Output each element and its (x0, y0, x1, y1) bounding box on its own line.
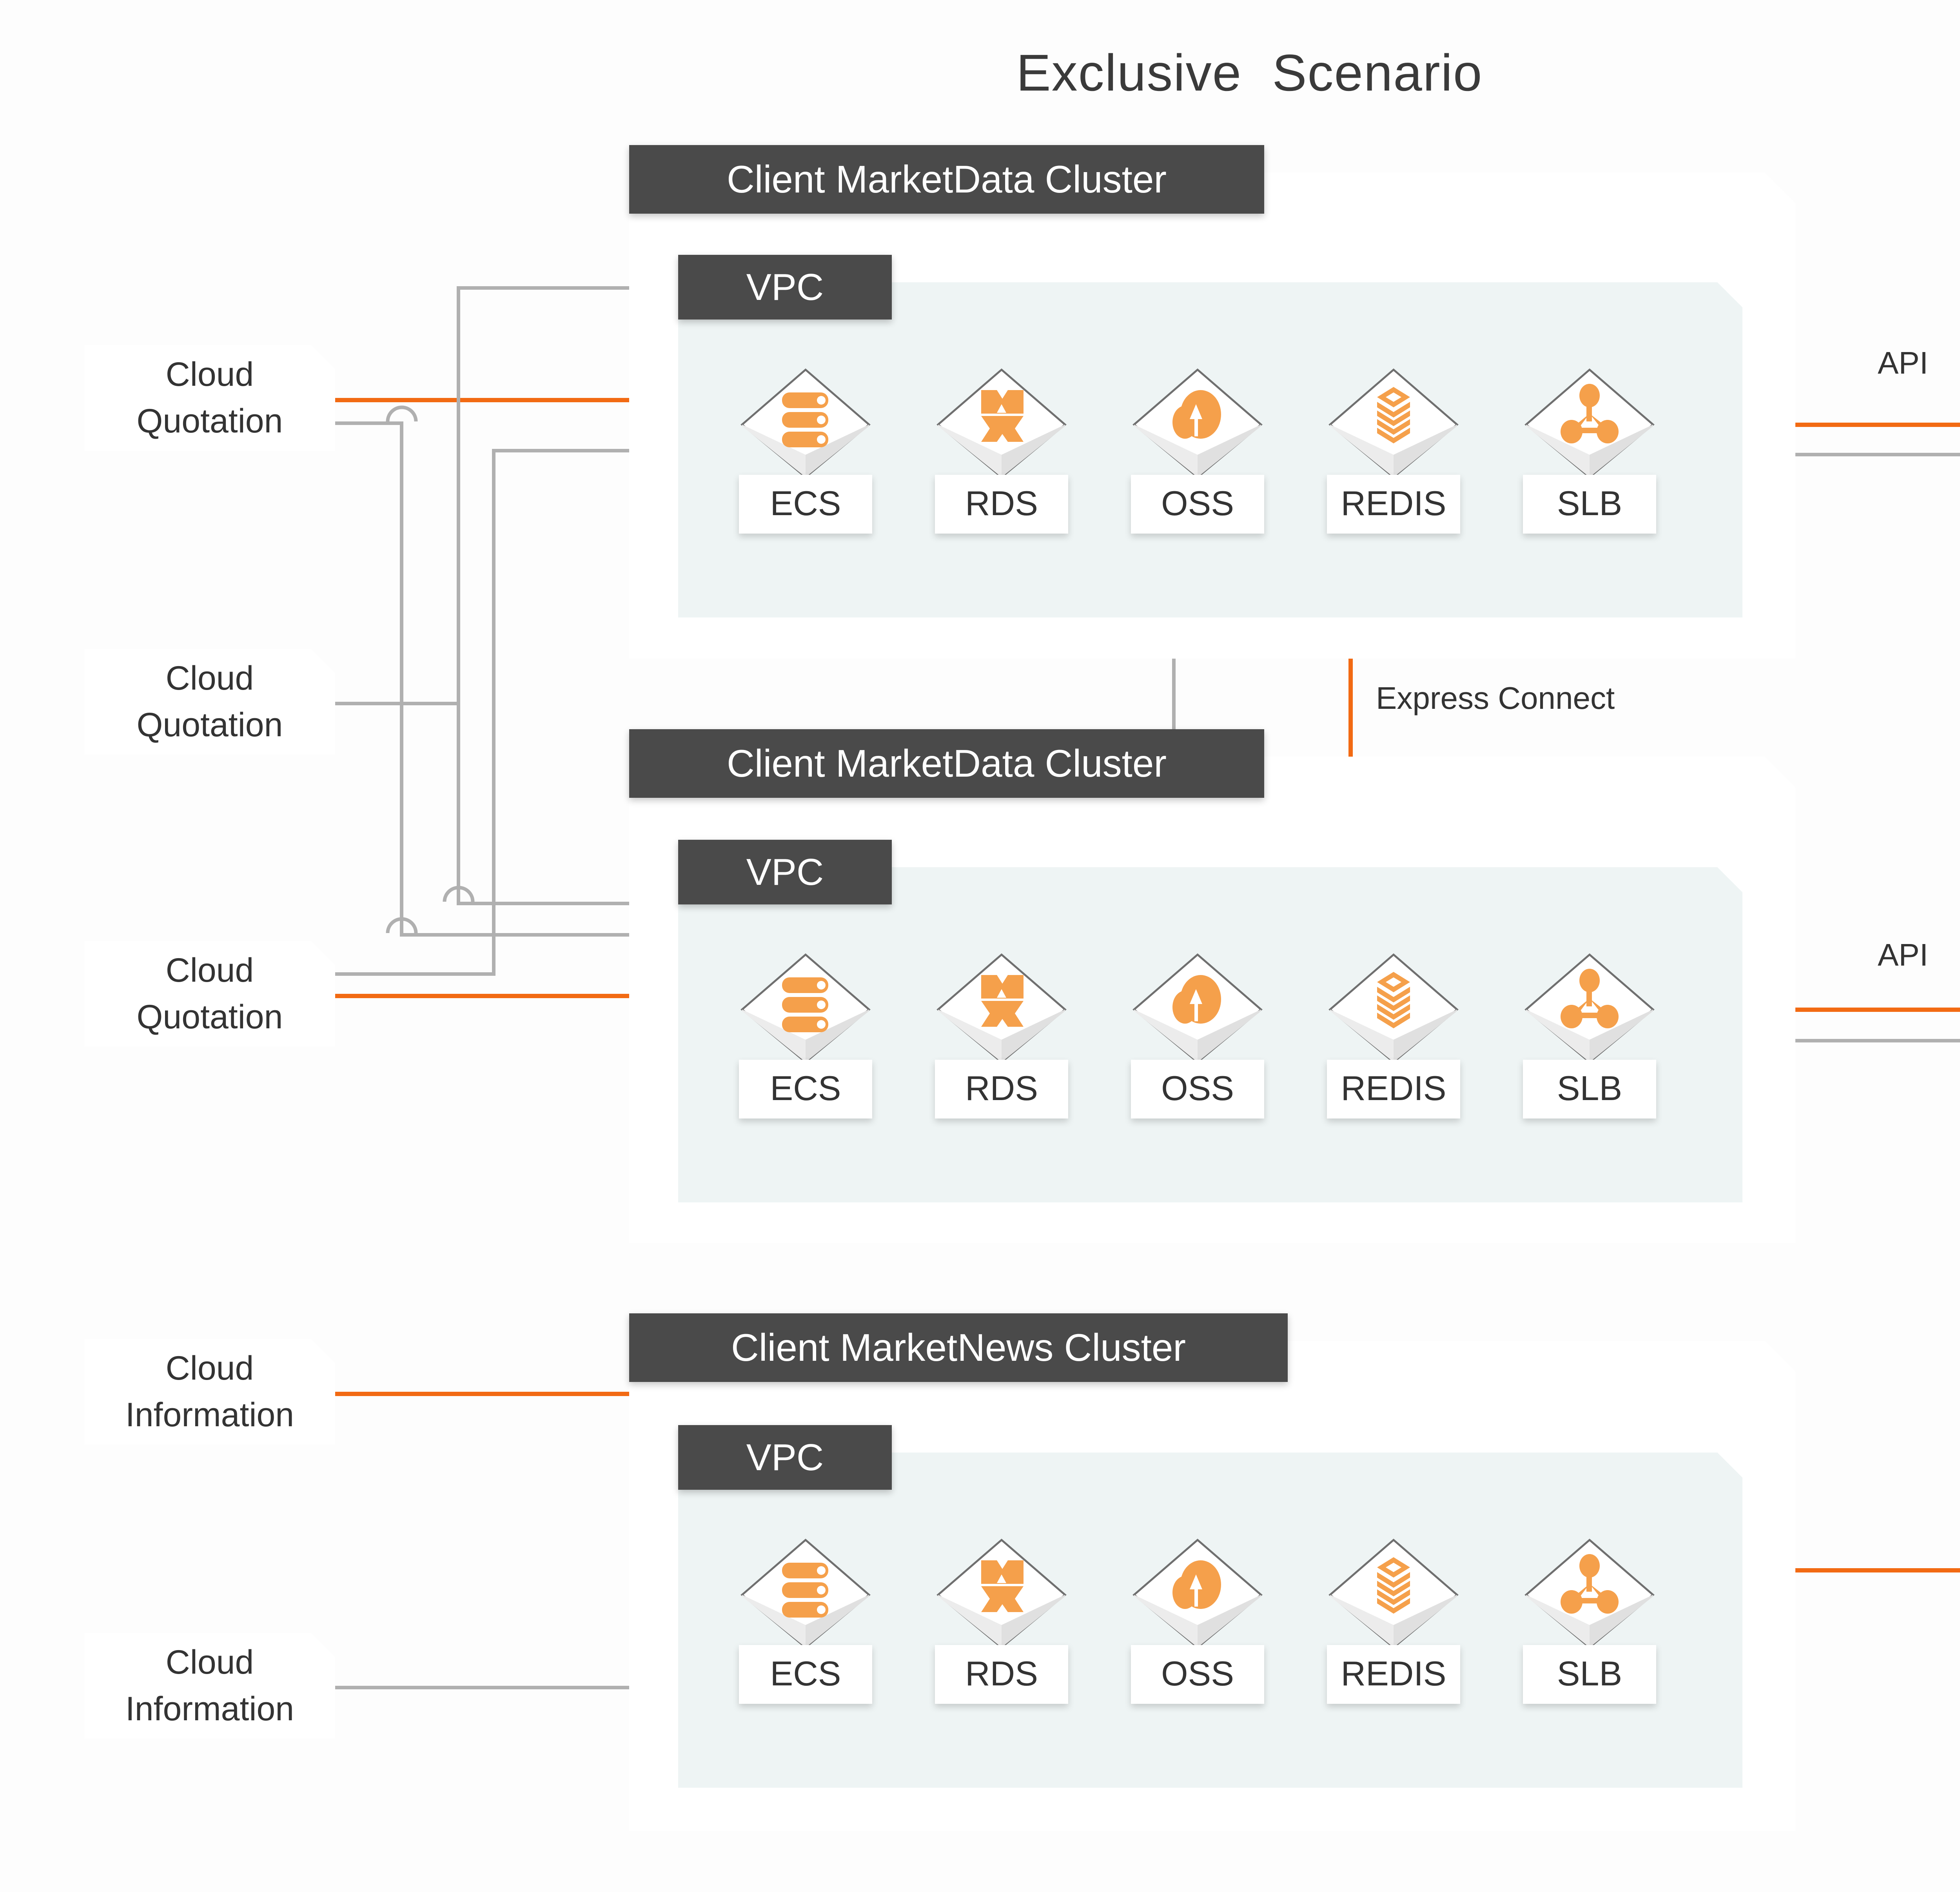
vpc-label: VPC (746, 266, 824, 308)
service-label: SLB (1523, 1060, 1656, 1118)
service-node-rds-2[interactable]: RDS (935, 951, 1068, 1118)
wire-gray-information2-to-cluster3 (335, 1686, 629, 1689)
connector-hop-2 (385, 917, 418, 936)
source-note-cloud-quotation-3: Cloud Quotation (84, 941, 335, 1047)
wire-orange-quotation1-to-cluster1 (335, 398, 629, 402)
vpc-label: VPC (746, 1436, 824, 1478)
service-label: ECS (739, 1645, 872, 1704)
source-note-line1: Cloud (165, 951, 254, 990)
service-label: REDIS (1327, 475, 1460, 534)
source-note-line1: Cloud (165, 659, 254, 697)
wire-gray-cluster2-to-client (1795, 1039, 1960, 1042)
page-title: Exclusive Scenario (1016, 44, 1483, 102)
service-node-ecs-1[interactable]: ECS (739, 367, 872, 534)
service-label: RDS (935, 1060, 1068, 1118)
vpc-label: VPC (746, 851, 824, 893)
redis-stack-icon (1327, 951, 1460, 1065)
service-label: ECS (739, 1060, 872, 1118)
ecs-server-icon (739, 367, 872, 480)
vpc-header-1: VPC (678, 255, 892, 320)
cluster-header-2: Client MarketData Cluster (629, 729, 1264, 798)
rds-database-icon (935, 367, 1068, 480)
source-note-line1: Cloud (165, 1349, 254, 1387)
wire-gray-cluster1-to-cluster2-stub (1172, 659, 1176, 729)
source-note-line2: Quotation (136, 706, 283, 744)
vpc-header-2: VPC (678, 840, 892, 904)
service-node-redis-1[interactable]: REDIS (1327, 367, 1460, 534)
service-node-redis-3[interactable]: REDIS (1327, 1537, 1460, 1704)
wire-gray-quotation1-h1 (335, 421, 403, 425)
wire-gray-quotation2-to-cluster2 (457, 902, 629, 905)
source-note-line2: Quotation (136, 402, 283, 440)
wire-orange-information1-to-cluster3 (335, 1392, 629, 1396)
wire-gray-cluster1-to-client (1795, 453, 1960, 456)
service-node-ecs-2[interactable]: ECS (739, 951, 872, 1118)
wire-orange-cluster1-api (1795, 423, 1960, 427)
source-note-cloud-information-2: Cloud Information (84, 1633, 335, 1739)
source-note-line2: Information (125, 1690, 294, 1728)
cluster-title: Client MarketData Cluster (727, 742, 1167, 785)
redis-stack-icon (1327, 1537, 1460, 1651)
source-note-line1: Cloud (165, 1643, 254, 1681)
wire-gray-quotation1-to-cluster2 (400, 933, 629, 937)
ecs-server-icon (739, 951, 872, 1065)
wire-gray-quotation2-h1 (335, 702, 460, 705)
connector-hop-1 (385, 405, 418, 425)
source-note-cloud-quotation-2: Cloud Quotation (84, 649, 335, 755)
cluster-title: Client MarketNews Cluster (731, 1326, 1186, 1369)
cluster-header-3: Client MarketNews Cluster (629, 1313, 1288, 1382)
wire-gray-quotation1-v (400, 421, 403, 933)
ecs-server-icon (739, 1537, 872, 1651)
edge-label-api-mid: API (1878, 937, 1928, 972)
service-label: RDS (935, 1645, 1068, 1704)
service-node-ecs-3[interactable]: ECS (739, 1537, 872, 1704)
service-node-slb-2[interactable]: SLB (1523, 951, 1656, 1118)
service-label: OSS (1131, 1060, 1264, 1118)
wire-gray-quotation2-v (457, 286, 460, 902)
service-label: REDIS (1327, 1060, 1460, 1118)
service-node-rds-1[interactable]: RDS (935, 367, 1068, 534)
redis-stack-icon (1327, 367, 1460, 480)
service-node-slb-1[interactable]: SLB (1523, 367, 1656, 534)
service-label: OSS (1131, 1645, 1264, 1704)
wire-gray-quotation3-v (492, 449, 495, 972)
service-node-oss-3[interactable]: OSS (1131, 1537, 1264, 1704)
source-note-line2: Quotation (136, 998, 283, 1036)
oss-storage-icon (1131, 1537, 1264, 1651)
service-node-oss-1[interactable]: OSS (1131, 367, 1264, 534)
slb-loadbalancer-icon (1523, 951, 1656, 1065)
oss-storage-icon (1131, 367, 1264, 480)
service-label: REDIS (1327, 1645, 1460, 1704)
wire-orange-quotation3-to-cluster2 (335, 994, 629, 998)
service-node-rds-3[interactable]: RDS (935, 1537, 1068, 1704)
slb-loadbalancer-icon (1523, 1537, 1656, 1651)
source-note-line1: Cloud (165, 356, 254, 394)
rds-database-icon (935, 1537, 1068, 1651)
source-note-cloud-quotation-1: Cloud Quotation (84, 345, 335, 451)
connector-hop-3 (442, 885, 475, 905)
service-label: RDS (935, 475, 1068, 534)
service-node-redis-2[interactable]: REDIS (1327, 951, 1460, 1118)
wire-orange-cluster2-api (1795, 1008, 1960, 1012)
wire-express-connect (1348, 659, 1353, 757)
vpc-header-3: VPC (678, 1425, 892, 1490)
service-node-oss-2[interactable]: OSS (1131, 951, 1264, 1118)
slb-loadbalancer-icon (1523, 367, 1656, 480)
edge-label-api-top: API (1878, 345, 1928, 380)
service-label: ECS (739, 475, 872, 534)
cluster-header-1: Client MarketData Cluster (629, 145, 1264, 214)
service-label: OSS (1131, 475, 1264, 534)
service-label: SLB (1523, 1645, 1656, 1704)
service-label: SLB (1523, 475, 1656, 534)
cluster-title: Client MarketData Cluster (727, 158, 1167, 201)
edge-label-express-connect: Express Connect (1376, 681, 1615, 715)
oss-storage-icon (1131, 951, 1264, 1065)
wire-orange-cluster3-to-cdn (1795, 1568, 1960, 1572)
source-note-line2: Information (125, 1396, 294, 1434)
wire-gray-quotation3-h1 (335, 972, 495, 976)
wire-gray-quotation3-to-cluster1 (492, 449, 629, 452)
source-note-cloud-information-1: Cloud Information (84, 1339, 335, 1445)
rds-database-icon (935, 951, 1068, 1065)
service-node-slb-3[interactable]: SLB (1523, 1537, 1656, 1704)
